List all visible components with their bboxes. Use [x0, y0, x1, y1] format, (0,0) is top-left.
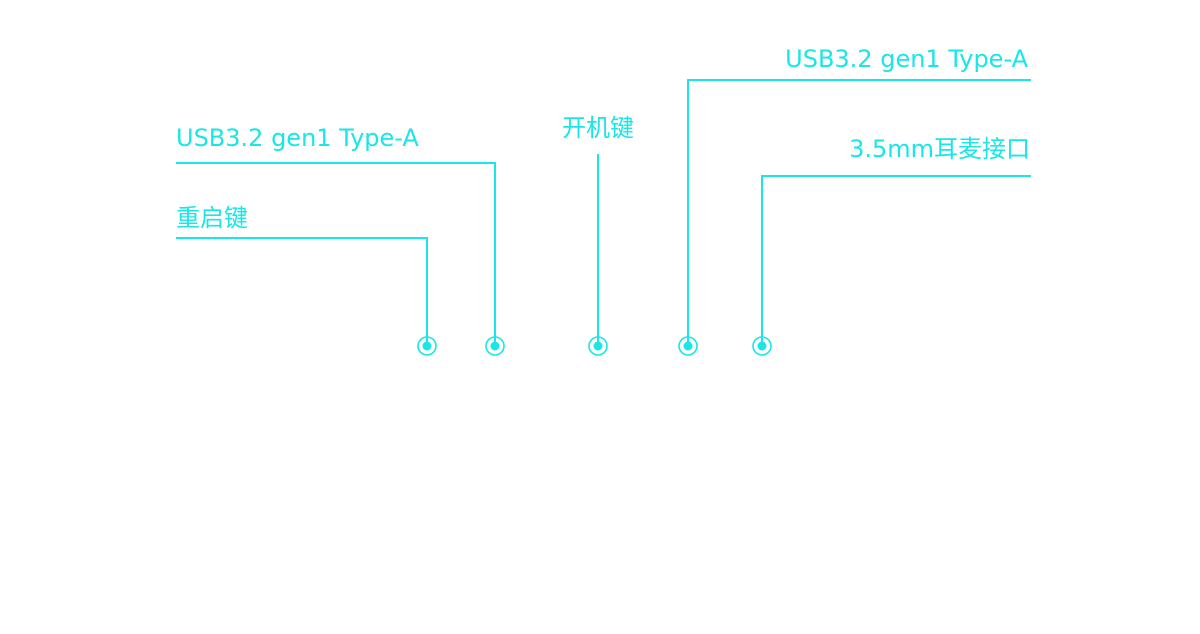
usb-right-leader-line: [687, 79, 1031, 346]
port-marker-dot-icon: [417, 336, 437, 356]
port-marker-dot-icon: [752, 336, 772, 356]
callout-usb-left: USB3.2 gen1 Type-A: [176, 124, 505, 356]
audio-jack-label: 3.5mm耳麦接口: [849, 135, 1030, 163]
callout-usb-right: USB3.2 gen1 Type-A: [678, 45, 1031, 356]
usb-right-label: USB3.2 gen1 Type-A: [785, 45, 1028, 73]
usb-left-leader-line: [176, 162, 496, 346]
callout-audio-jack: 3.5mm耳麦接口: [752, 135, 1031, 356]
audio-jack-leader-line: [761, 175, 1031, 346]
reset-key-leader-line: [176, 237, 428, 346]
port-marker-dot-icon: [678, 336, 698, 356]
reset-key-label: 重启键: [176, 204, 248, 232]
callout-power-key: 开机键: [562, 114, 634, 356]
power-key-label: 开机键: [562, 114, 634, 142]
port-marker-dot-icon: [485, 336, 505, 356]
usb-left-label: USB3.2 gen1 Type-A: [176, 124, 419, 152]
callout-reset-key: 重启键: [176, 204, 437, 356]
port-marker-dot-icon: [588, 336, 608, 356]
